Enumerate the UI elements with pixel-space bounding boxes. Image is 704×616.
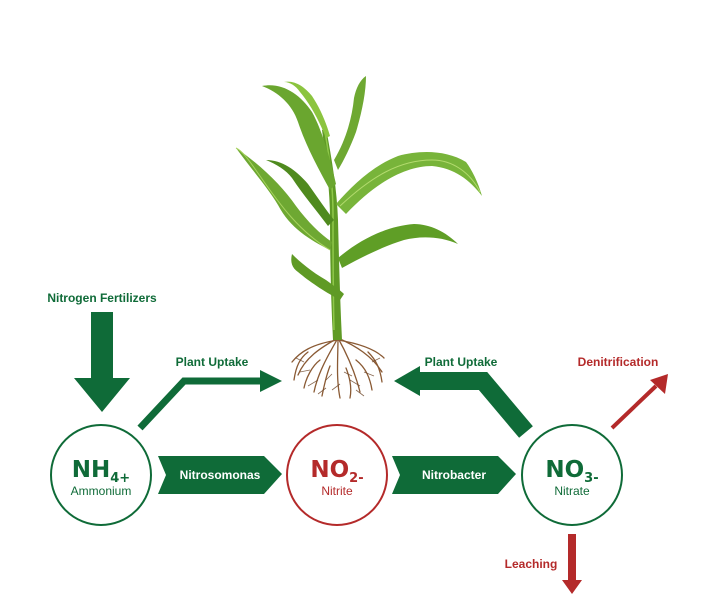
ammonium-charge: 4+ — [110, 471, 130, 486]
nitrate-formula: NO — [545, 457, 584, 483]
nitrosomonas-arrow — [158, 456, 282, 494]
corn-plant-icon — [235, 76, 482, 399]
nitrate-node: NO3- Nitrate — [521, 424, 623, 526]
leaching-arrow — [562, 534, 582, 594]
ammonium-formula: NH — [72, 457, 111, 483]
nitrosomonas-label: Nitrosomonas — [180, 468, 261, 482]
plant-uptake-left-arrow — [137, 377, 262, 431]
svg-text:NO2-: NO2- — [310, 457, 363, 486]
nitrite-name: Nitrite — [321, 484, 353, 498]
denitrification-arrow — [610, 384, 658, 430]
ammonium-name: Ammonium — [71, 484, 132, 498]
plant-uptake-right-arrowhead — [394, 366, 420, 396]
nitrate-name: Nitrate — [554, 484, 590, 498]
svg-text:NO3-: NO3- — [545, 457, 598, 486]
fertilizers-label: Nitrogen Fertilizers — [47, 291, 157, 305]
nitrite-node: NO2- Nitrite — [286, 424, 388, 526]
plant-uptake-right-arrow — [418, 372, 533, 438]
plant-uptake-left-arrowhead — [260, 370, 282, 392]
leaching-label: Leaching — [505, 557, 558, 571]
fertilizer-down-arrow — [74, 312, 130, 412]
nitrite-formula: NO — [310, 457, 349, 483]
plant-uptake-right-label: Plant Uptake — [425, 355, 498, 369]
nitrate-charge: 3- — [584, 471, 598, 486]
nitrobacter-label: Nitrobacter — [422, 468, 486, 482]
plant-uptake-left-label: Plant Uptake — [176, 355, 249, 369]
denitrification-arrowhead — [650, 374, 668, 394]
svg-text:NH4+: NH4+ — [72, 457, 130, 486]
denitrification-label: Denitrification — [578, 355, 659, 369]
nitrite-charge: 2- — [349, 471, 363, 486]
ammonium-node: NH4+ Ammonium — [50, 424, 152, 526]
nitrobacter-arrow — [392, 456, 516, 494]
